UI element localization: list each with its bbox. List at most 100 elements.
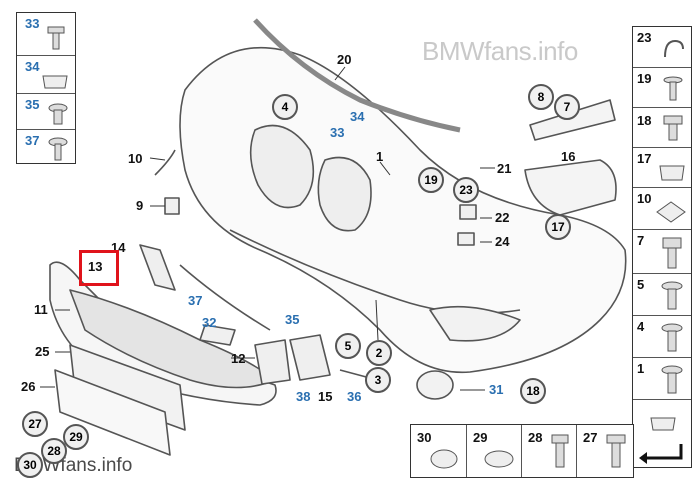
fog-lamp-31 — [416, 370, 454, 400]
right-fastener-panel: 23 19 18 17 10 7 5 4 — [632, 26, 692, 468]
grille-opening-left — [249, 124, 315, 209]
part-22 — [459, 204, 477, 220]
label-33: 33 — [25, 16, 40, 31]
label-23: 23 — [637, 30, 652, 45]
bottom-cell-30: 30 — [411, 425, 466, 477]
callout-12: 12 — [231, 351, 246, 366]
screw-icon — [661, 281, 683, 310]
callout-18: 18 — [520, 378, 546, 404]
cap-icon — [430, 449, 458, 469]
clip-icon — [659, 165, 685, 181]
callout-30: 30 — [17, 452, 43, 478]
strip-12 — [254, 339, 291, 385]
callout-10: 10 — [128, 151, 143, 166]
left-cell-35: 35 — [17, 93, 75, 130]
strip-14 — [139, 244, 176, 291]
callout-38: 38 — [296, 389, 311, 404]
fog-recess — [429, 305, 521, 342]
pin-icon — [663, 76, 683, 101]
bottom-cell-29: 29 — [466, 425, 522, 477]
bottom-cell-27: 27 — [576, 425, 634, 477]
trim-7 — [529, 99, 616, 141]
left-cell-34: 34 — [17, 55, 75, 94]
callout-23: 23 — [453, 177, 479, 203]
label-4: 4 — [637, 319, 645, 334]
callout-19: 19 — [418, 167, 444, 193]
label-10: 10 — [637, 191, 652, 206]
callout-1: 1 — [376, 149, 384, 164]
callout-16: 16 — [561, 149, 576, 164]
screw-icon — [47, 26, 65, 50]
label-7: 7 — [637, 233, 645, 248]
callout-33: 33 — [330, 125, 345, 140]
rivet-icon — [48, 103, 68, 125]
plate-26 — [54, 369, 171, 456]
callout-5: 5 — [335, 333, 361, 359]
callout-37: 37 — [188, 293, 203, 308]
label-30: 30 — [417, 430, 432, 445]
callout-32: 32 — [202, 315, 217, 330]
air-duct-16 — [524, 159, 617, 216]
screw-icon — [661, 365, 683, 394]
watermark-top: BMWfans.info — [422, 36, 578, 66]
rod-37 — [179, 264, 271, 331]
right-cell-19: 19 — [633, 67, 691, 108]
part-9 — [164, 197, 180, 215]
right-cell-18: 18 — [633, 107, 691, 148]
nut-icon — [650, 417, 676, 431]
right-cell-1: 1 — [633, 357, 691, 400]
left-fastener-panel: 33 34 35 37 — [16, 12, 76, 164]
callout-7: 7 — [554, 94, 580, 120]
label-17: 17 — [637, 151, 652, 166]
right-cell-5: 5 — [633, 273, 691, 316]
right-cell-10: 10 — [633, 187, 691, 230]
callout-29: 29 — [63, 424, 89, 450]
callout-2: 2 — [366, 340, 392, 366]
callout-11: 11 — [34, 302, 48, 317]
label-19: 19 — [637, 71, 652, 86]
corner-arrow-icon — [639, 444, 683, 464]
screw-icon — [661, 323, 683, 352]
callout-17: 17 — [545, 214, 571, 240]
callout-3: 3 — [365, 367, 391, 393]
callout-20: 20 — [337, 52, 352, 67]
callout-31: 31 — [489, 382, 504, 397]
label-18: 18 — [637, 113, 652, 128]
callout-8: 8 — [528, 84, 554, 110]
part-32 — [199, 324, 236, 346]
cap-icon — [484, 450, 514, 468]
hook-icon — [664, 39, 684, 58]
label-28: 28 — [528, 430, 543, 445]
screw-icon — [48, 137, 68, 161]
callout-24: 24 — [495, 234, 510, 249]
callout-22: 22 — [495, 210, 510, 225]
callout-9: 9 — [136, 198, 144, 213]
callout-4: 4 — [272, 94, 298, 120]
callout-26: 26 — [21, 379, 36, 394]
callout-13: 13 — [88, 259, 103, 274]
watermark-bottom: BMWfans.info — [14, 455, 133, 476]
bolt-icon — [551, 434, 569, 468]
clip-nut-icon — [42, 75, 68, 89]
label-35: 35 — [25, 97, 40, 112]
upper-bar — [253, 18, 461, 133]
callout-36: 36 — [347, 389, 362, 404]
callout-25: 25 — [35, 344, 50, 359]
right-cell-4: 4 — [633, 315, 691, 358]
callout-27: 27 — [22, 411, 48, 437]
bumper-cover-outline — [179, 46, 627, 374]
right-cell-nut — [633, 399, 691, 468]
label-34: 34 — [25, 59, 40, 74]
left-cell-37: 37 — [17, 129, 75, 164]
bolt-icon — [606, 434, 626, 468]
callout-15: 15 — [318, 389, 333, 404]
label-27: 27 — [583, 430, 598, 445]
bottom-fastener-panel: 30 29 28 27 — [410, 424, 634, 478]
bracket-15 — [289, 334, 331, 381]
bottom-cell-28: 28 — [521, 425, 577, 477]
grille-opening-right — [317, 156, 372, 232]
label-5: 5 — [637, 277, 645, 292]
highlight-box-13 — [79, 250, 119, 286]
label-29: 29 — [473, 430, 488, 445]
